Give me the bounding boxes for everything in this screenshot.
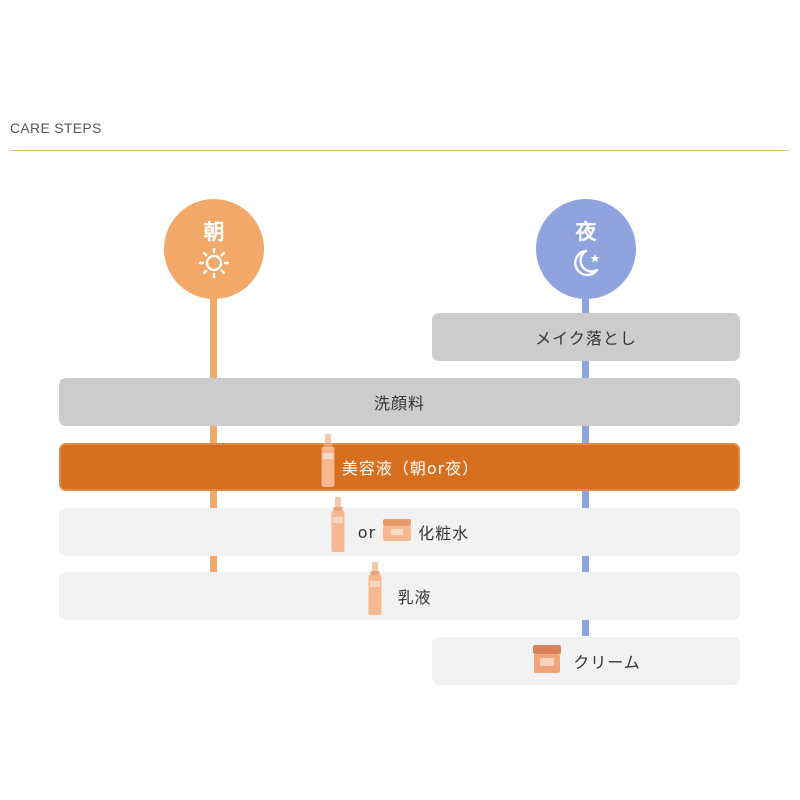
step-face-wash: 洗顔料 bbox=[59, 378, 740, 426]
step-label: 化粧水 bbox=[418, 524, 470, 543]
step-cream: クリーム bbox=[432, 637, 740, 685]
step-connector: or bbox=[357, 522, 377, 542]
step-label: メイク落とし bbox=[535, 329, 637, 348]
night-circle: 夜 bbox=[536, 199, 636, 299]
cream-jar-icon bbox=[531, 643, 563, 679]
step-makeup-removal: メイク落とし bbox=[432, 313, 740, 361]
toner-bottle-icon bbox=[330, 497, 346, 557]
sun-icon bbox=[197, 248, 231, 278]
step-serum: 美容液（朝or夜） bbox=[59, 434, 740, 492]
morning-timeline bbox=[210, 290, 217, 572]
step-toner: or 化粧水 bbox=[59, 497, 740, 557]
step-emulsion: 乳液 bbox=[59, 562, 740, 620]
step-label: 美容液（朝or夜） bbox=[341, 459, 480, 478]
step-label: 洗顔料 bbox=[373, 394, 425, 413]
moon-icon bbox=[569, 248, 603, 278]
night-label: 夜 bbox=[575, 220, 597, 244]
serum-bottle-icon bbox=[320, 434, 336, 492]
step-label: クリーム bbox=[573, 653, 641, 672]
jar-icon bbox=[382, 518, 412, 546]
morning-circle: 朝 bbox=[164, 199, 264, 299]
section-title: CARE STEPS bbox=[10, 120, 102, 136]
section-divider bbox=[10, 150, 789, 151]
emulsion-bottle-icon bbox=[367, 562, 383, 620]
morning-label: 朝 bbox=[203, 220, 225, 244]
step-label: 乳液 bbox=[397, 588, 432, 607]
